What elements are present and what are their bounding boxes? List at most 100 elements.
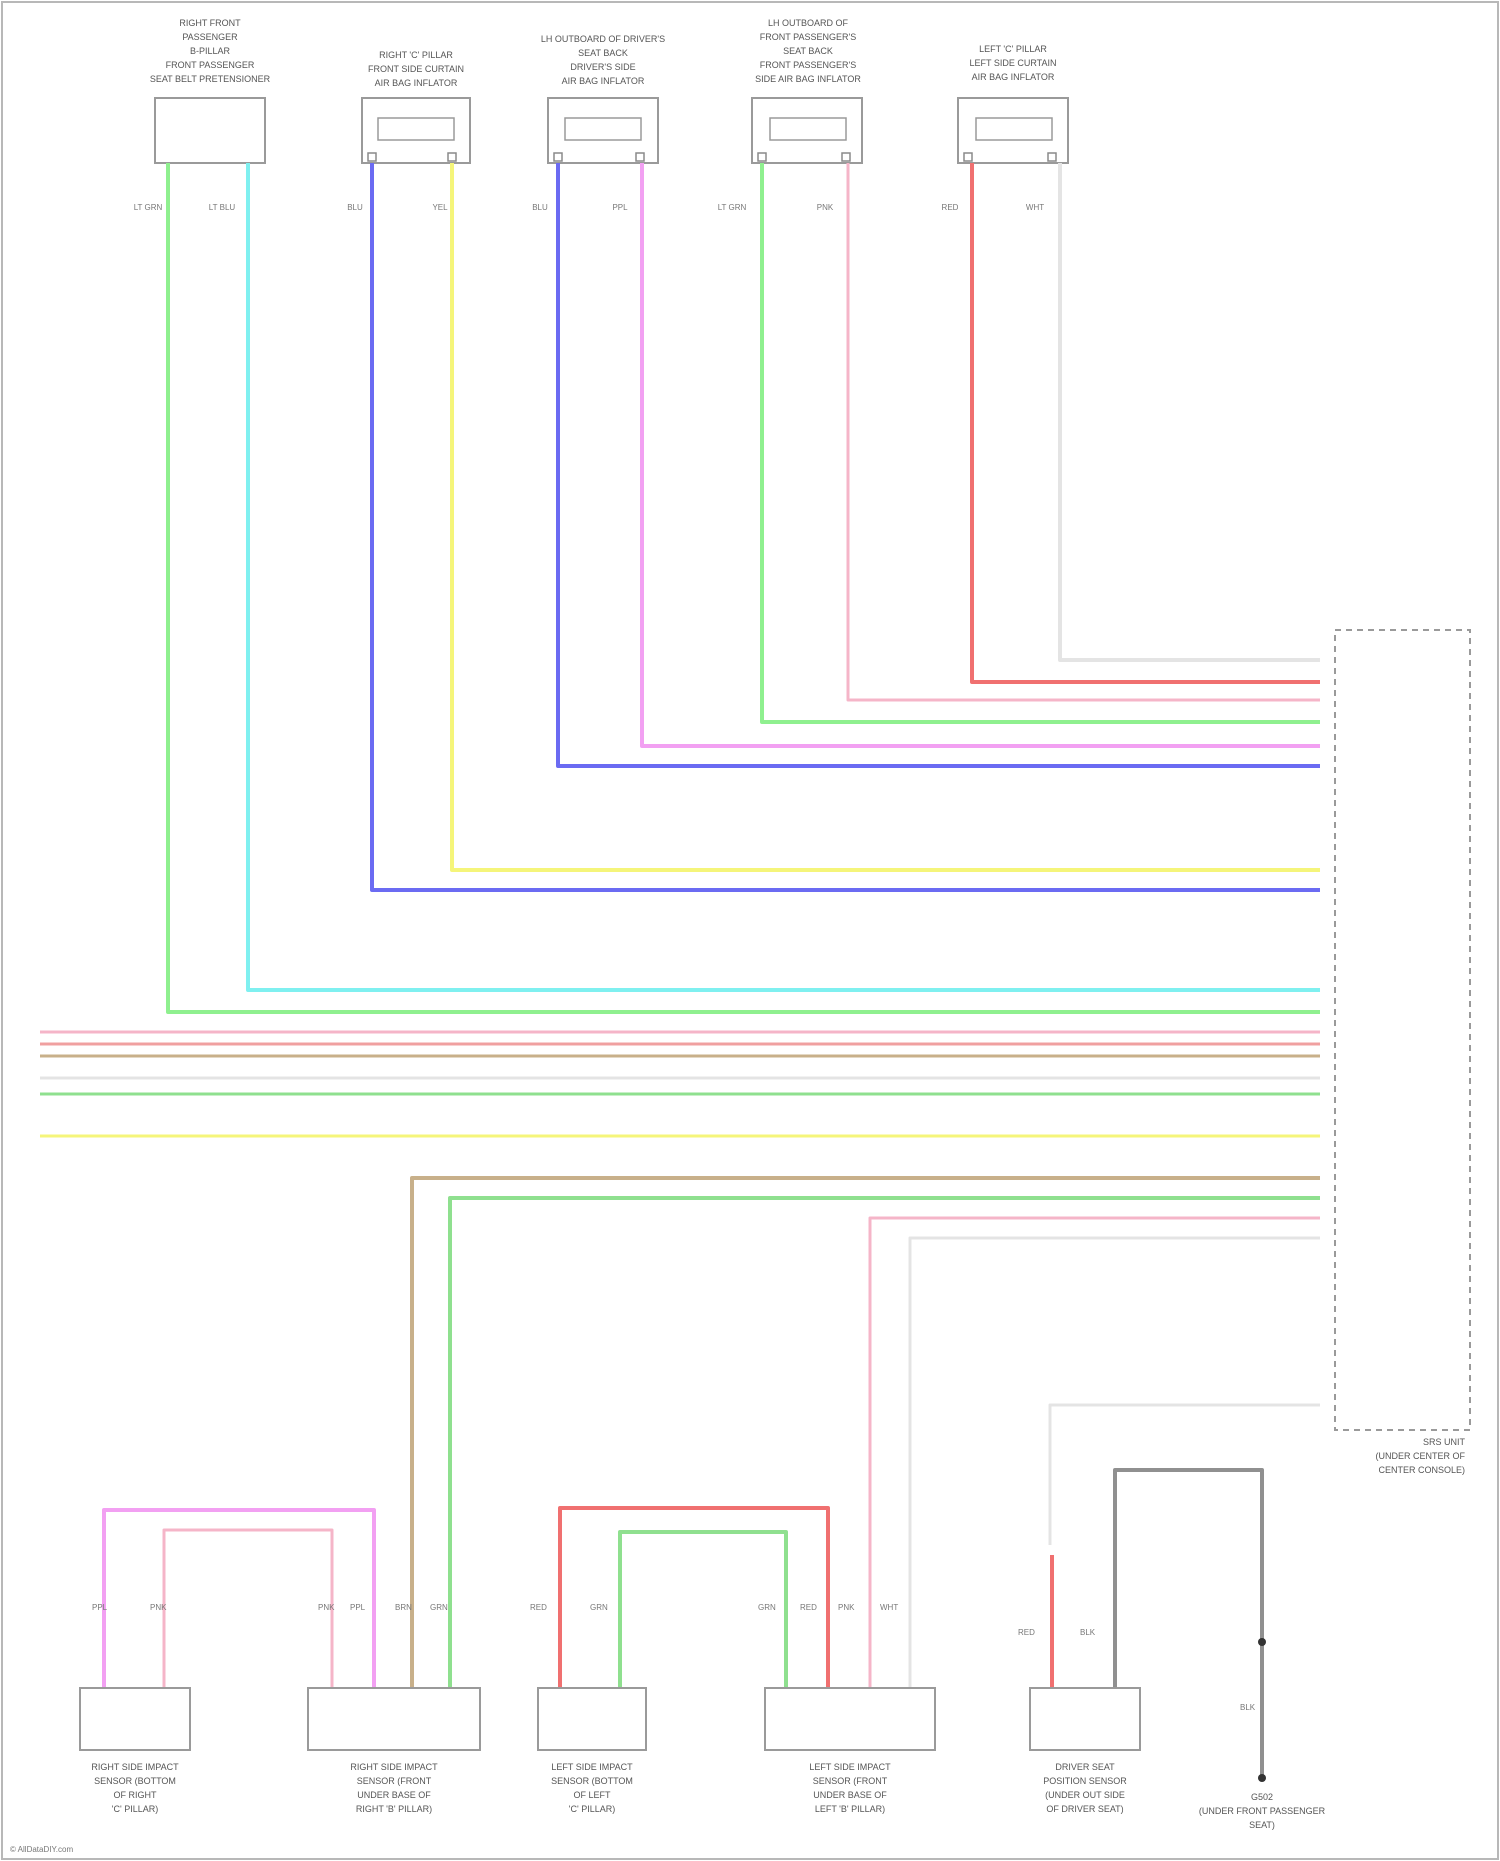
component-caption-line: RIGHT FRONT bbox=[179, 18, 241, 28]
component-caption-line: SENSOR (BOTTOM bbox=[551, 1776, 633, 1786]
component-caption-line: UNDER BASE OF bbox=[357, 1790, 431, 1800]
wire-pnk bbox=[848, 163, 1320, 700]
wire-label: GRN bbox=[758, 1603, 776, 1612]
component-caption-line: OF LEFT bbox=[573, 1790, 611, 1800]
component-caption-line: FRONT PASSENGER'S bbox=[760, 60, 856, 70]
wire-label: GRN bbox=[430, 1603, 448, 1612]
wire-red bbox=[972, 163, 1320, 682]
component-caption-line: UNDER BASE OF bbox=[813, 1790, 887, 1800]
bottom-component-right-rear-sensor: PPL PNK RIGHT SIDE IMPACT SENSOR (BOTTOM… bbox=[80, 1603, 190, 1814]
component-caption-line: FRONT PASSENGER bbox=[166, 60, 255, 70]
wire-label: PNK bbox=[817, 203, 834, 212]
splice-dot bbox=[1258, 1638, 1266, 1646]
wire-grn bbox=[450, 1198, 1320, 1688]
component-caption-line: LEFT SIDE IMPACT bbox=[809, 1762, 891, 1772]
component-caption-line: LEFT 'B' PILLAR) bbox=[815, 1804, 885, 1814]
wire-label: LT GRN bbox=[134, 203, 163, 212]
wire-lt-grn bbox=[762, 163, 1320, 722]
wire-label: RED bbox=[942, 203, 959, 212]
component-caption-line: B-PILLAR bbox=[190, 46, 231, 56]
wire-yel bbox=[452, 163, 1320, 870]
wires-top bbox=[168, 163, 1320, 1012]
wire-wht bbox=[1050, 1405, 1320, 1545]
component-caption-line: 'C' PILLAR) bbox=[569, 1804, 615, 1814]
component-caption-line: SEAT BELT PRETENSIONER bbox=[150, 74, 271, 84]
component-caption-line: DRIVER SEAT bbox=[1055, 1762, 1115, 1772]
wire-label: PPL bbox=[350, 1603, 366, 1612]
footer-credit: © AllDataDIY.com bbox=[10, 1845, 73, 1854]
component-caption-line: PASSENGER bbox=[182, 32, 238, 42]
component-caption-line: 'C' PILLAR) bbox=[112, 1804, 158, 1814]
wire-label: BLK bbox=[1240, 1703, 1256, 1712]
component-caption-line: LEFT SIDE IMPACT bbox=[551, 1762, 633, 1772]
wire-label: BLK bbox=[1080, 1628, 1096, 1637]
wire-pnk bbox=[870, 1218, 1320, 1688]
wire-label: LT GRN bbox=[718, 203, 747, 212]
component-caption-line: AIR BAG INFLATOR bbox=[562, 76, 645, 86]
component-caption-line: FRONT SIDE CURTAIN bbox=[368, 64, 464, 74]
top-component-left-curtain: LEFT 'C' PILLAR LEFT SIDE CURTAIN AIR BA… bbox=[942, 44, 1068, 212]
srs-unit: SRS UNIT (UNDER CENTER OF CENTER CONSOLE… bbox=[1335, 630, 1470, 1475]
wire-pnk bbox=[164, 1530, 332, 1688]
wires-left-connector bbox=[40, 1032, 1320, 1136]
wire-label: BLU bbox=[347, 203, 363, 212]
wire-brn bbox=[412, 1178, 1320, 1688]
bottom-component-right-front-sensor: PNK PPL BRN GRN RIGHT SIDE IMPACT SENSOR… bbox=[308, 1603, 480, 1814]
ground-dot bbox=[1258, 1774, 1266, 1782]
wire-label: RED bbox=[800, 1603, 817, 1612]
component-caption-line: FRONT PASSENGER'S bbox=[760, 32, 856, 42]
component-caption-line: LEFT SIDE CURTAIN bbox=[969, 58, 1056, 68]
wire-label: LT BLU bbox=[209, 203, 236, 212]
wire-label: PPL bbox=[92, 1603, 108, 1612]
wire-lt-blu bbox=[248, 163, 1320, 990]
bottom-component-left-rear-sensor: RED GRN LEFT SIDE IMPACT SENSOR (BOTTOM … bbox=[530, 1603, 646, 1814]
wire-label: PNK bbox=[318, 1603, 335, 1612]
wire-wht bbox=[1060, 163, 1320, 660]
component-caption-line: RIGHT 'C' PILLAR bbox=[379, 50, 453, 60]
wire-lt-grn bbox=[168, 163, 1320, 1012]
component-caption-line: SENSOR (FRONT bbox=[357, 1776, 432, 1786]
component-caption-line: RIGHT 'B' PILLAR) bbox=[356, 1804, 432, 1814]
ground-caption-line: SEAT) bbox=[1249, 1820, 1275, 1830]
component-caption-line: RIGHT SIDE IMPACT bbox=[350, 1762, 438, 1772]
wire-label: BRN bbox=[395, 1603, 412, 1612]
component-caption-line: LH OUTBOARD OF DRIVER'S bbox=[541, 34, 665, 44]
wire-label: RED bbox=[530, 1603, 547, 1612]
component-caption-line: SEAT BACK bbox=[783, 46, 833, 56]
wire-label: BLU bbox=[532, 203, 548, 212]
wire-label: PPL bbox=[612, 203, 628, 212]
wire-label: PNK bbox=[150, 1603, 167, 1612]
component-caption-line: OF RIGHT bbox=[114, 1790, 157, 1800]
wire-label: YEL bbox=[432, 203, 448, 212]
wire-label: RED bbox=[1018, 1628, 1035, 1637]
srs-caption-line: (UNDER CENTER OF bbox=[1376, 1451, 1466, 1461]
component-caption-line: LH OUTBOARD OF bbox=[768, 18, 849, 28]
component-caption-line: (UNDER OUT SIDE bbox=[1045, 1790, 1125, 1800]
wire-blu bbox=[372, 163, 1320, 890]
component-caption-line: SENSOR (BOTTOM bbox=[94, 1776, 176, 1786]
srs-caption-line: SRS UNIT bbox=[1423, 1437, 1466, 1447]
srs-caption-line: CENTER CONSOLE) bbox=[1378, 1465, 1465, 1475]
wire-blu bbox=[558, 163, 1320, 766]
component-caption-line: OF DRIVER SEAT) bbox=[1046, 1804, 1123, 1814]
wire-label: WHT bbox=[880, 1603, 898, 1612]
bottom-component-seat-position-sensor: RED BLK DRIVER SEAT POSITION SENSOR (UND… bbox=[1018, 1628, 1140, 1814]
component-caption-line: SEAT BACK bbox=[578, 48, 628, 58]
ground-caption-line: (UNDER FRONT PASSENGER bbox=[1199, 1806, 1326, 1816]
wire-label: WHT bbox=[1026, 203, 1044, 212]
wire-label: PNK bbox=[838, 1603, 855, 1612]
component-caption-line: RIGHT SIDE IMPACT bbox=[91, 1762, 179, 1772]
component-caption-line: AIR BAG INFLATOR bbox=[375, 78, 458, 88]
top-component-belt-pretensioner: RIGHT FRONT PASSENGER B-PILLAR FRONT PAS… bbox=[134, 18, 271, 212]
component-caption-line: AIR BAG INFLATOR bbox=[972, 72, 1055, 82]
top-component-driver-side-airbag: LH OUTBOARD OF DRIVER'S SEAT BACK DRIVER… bbox=[532, 34, 665, 212]
component-caption-line: POSITION SENSOR bbox=[1043, 1776, 1127, 1786]
component-caption-line: DRIVER'S SIDE bbox=[570, 62, 635, 72]
component-caption-line: LEFT 'C' PILLAR bbox=[979, 44, 1047, 54]
component-caption-line: SIDE AIR BAG INFLATOR bbox=[755, 74, 861, 84]
component-caption-line: SENSOR (FRONT bbox=[813, 1776, 888, 1786]
wire-label: GRN bbox=[590, 1603, 608, 1612]
ground-caption-line: G502 bbox=[1251, 1792, 1273, 1802]
